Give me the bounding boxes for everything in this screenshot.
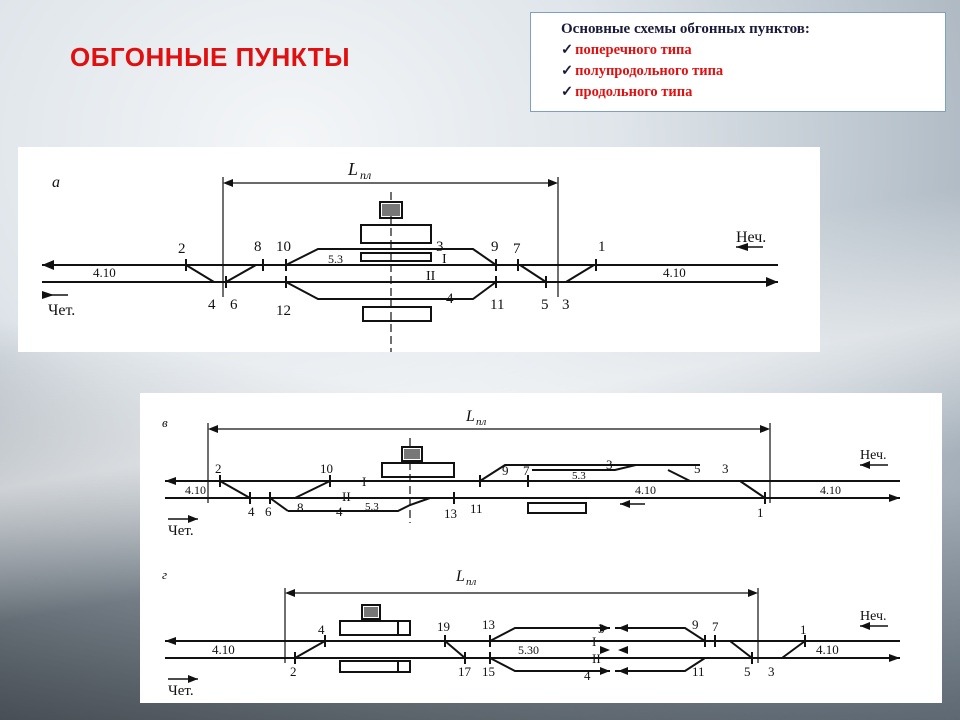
diagrams-b-c: в L пл Неч. Чет. 4.10 4.10 5.3 5.3 4.10 … (162, 408, 900, 699)
switch-number: 8 (297, 500, 304, 515)
switch-number: 7 (523, 463, 530, 478)
spec-label: 5.3 (328, 252, 343, 266)
switch-number: 3 (768, 664, 775, 679)
spec-label: 5.3 (365, 501, 379, 513)
info-item-longitudinal: ✓продольного типа (561, 84, 693, 100)
switch-number: 4 (446, 291, 454, 307)
track-label-second: II (592, 651, 601, 666)
info-heading: Основные схемы обгонных пунктов: (561, 21, 810, 37)
switch-number: 9 (491, 239, 499, 255)
track-label-main: I (592, 634, 596, 649)
spec-label: 4.10 (663, 265, 686, 280)
switch-number: 10 (276, 239, 291, 255)
diagram-a-letter: а (52, 174, 60, 191)
diagram-b-even-direction: Чет. (168, 523, 194, 539)
switch-number: 6 (265, 504, 272, 519)
diagram-b-length-sub: пл (476, 416, 487, 428)
switch-number: 4 (318, 622, 325, 637)
switch-number: 4 (584, 668, 591, 683)
switch-number: 3 (722, 461, 729, 476)
switch-number: 8 (254, 239, 262, 255)
switch-number: 10 (320, 461, 333, 476)
diagram-c-odd-direction: Неч. (860, 609, 887, 624)
switch-number: 2 (215, 461, 222, 476)
spec-label: 4.10 (816, 642, 839, 657)
switch-number: 4 (208, 297, 216, 313)
switch-number: 4 (336, 504, 343, 519)
switch-number: 13 (444, 506, 457, 521)
switch-number: 11 (490, 297, 504, 313)
switch-number: 1 (800, 622, 807, 637)
switch-number: 12 (276, 303, 291, 319)
diagram-c-letter: г (162, 567, 167, 582)
switch-number: 5 (541, 297, 549, 313)
diagram-a-length-sub: пл (360, 168, 371, 182)
spec-label: 5.3 (572, 470, 586, 482)
switch-number: 3 (436, 239, 444, 255)
track-label-second: II (342, 489, 351, 504)
diagram-c-length-label: L (455, 568, 465, 585)
switch-number: 1 (598, 239, 606, 255)
spec-label: 4.10 (185, 483, 206, 497)
diagram-b-letter: в (162, 415, 168, 430)
diagram-b-odd-direction: Неч. (860, 448, 887, 463)
info-item-semi-longitudinal: ✓полупродольного типа (561, 63, 724, 79)
diagram-bc-panel: в L пл Неч. Чет. 4.10 4.10 5.3 5.3 4.10 … (140, 393, 942, 703)
track-label-main: I (442, 252, 447, 267)
spec-label: 4.10 (212, 642, 235, 657)
check-icon: ✓ (561, 63, 574, 79)
diagram-a: а L пл Неч. Чет. 4.10 4.10 5.3 I II 2 4 … (42, 159, 778, 352)
diagram-c-length-sub: пл (466, 576, 477, 588)
switch-number: 1 (757, 505, 764, 520)
spec-label: 4.10 (635, 483, 656, 497)
track-label-main: I (362, 474, 366, 489)
switch-number: 9 (692, 617, 699, 632)
track-label-second: II (426, 269, 436, 284)
switch-number: 17 (458, 664, 472, 679)
switch-number: 11 (692, 664, 705, 679)
spec-label: 5.30 (518, 643, 539, 657)
switch-number: 2 (178, 241, 186, 257)
switch-number: 6 (230, 297, 238, 313)
diagram-a-even-direction: Чет. (48, 302, 75, 319)
switch-number: 3 (562, 297, 570, 313)
diagram-c-even-direction: Чет. (168, 683, 194, 699)
switch-number: 15 (482, 664, 495, 679)
switch-number: 3 (598, 621, 605, 636)
diagram-a-length-label: L (347, 159, 358, 179)
switch-number: 5 (694, 461, 701, 476)
switch-number: 4 (248, 504, 255, 519)
switch-number: 3 (606, 457, 613, 472)
diagram-a-odd-direction: Неч. (736, 229, 766, 246)
check-icon: ✓ (561, 84, 574, 100)
info-item-transverse: ✓поперечного типа (561, 42, 692, 58)
page-title: ОБГОННЫЕ ПУНКТЫ (70, 42, 351, 72)
switch-number: 13 (482, 617, 495, 632)
spec-label: 4.10 (820, 483, 841, 497)
diagram-a-panel: а L пл Неч. Чет. 4.10 4.10 5.3 I II 2 4 … (18, 147, 820, 352)
diagram-b-length-label: L (465, 408, 475, 425)
info-box: Основные схемы обгонных пунктов: ✓попере… (530, 12, 946, 112)
switch-number: 19 (437, 619, 450, 634)
switch-number: 2 (290, 664, 297, 679)
switch-number: 9 (502, 463, 509, 478)
check-icon: ✓ (561, 42, 574, 58)
spec-label: 4.10 (93, 265, 116, 280)
switch-number: 7 (712, 619, 719, 634)
switch-number: 5 (744, 664, 751, 679)
switch-number: 11 (470, 501, 483, 516)
switch-number: 7 (513, 241, 521, 257)
